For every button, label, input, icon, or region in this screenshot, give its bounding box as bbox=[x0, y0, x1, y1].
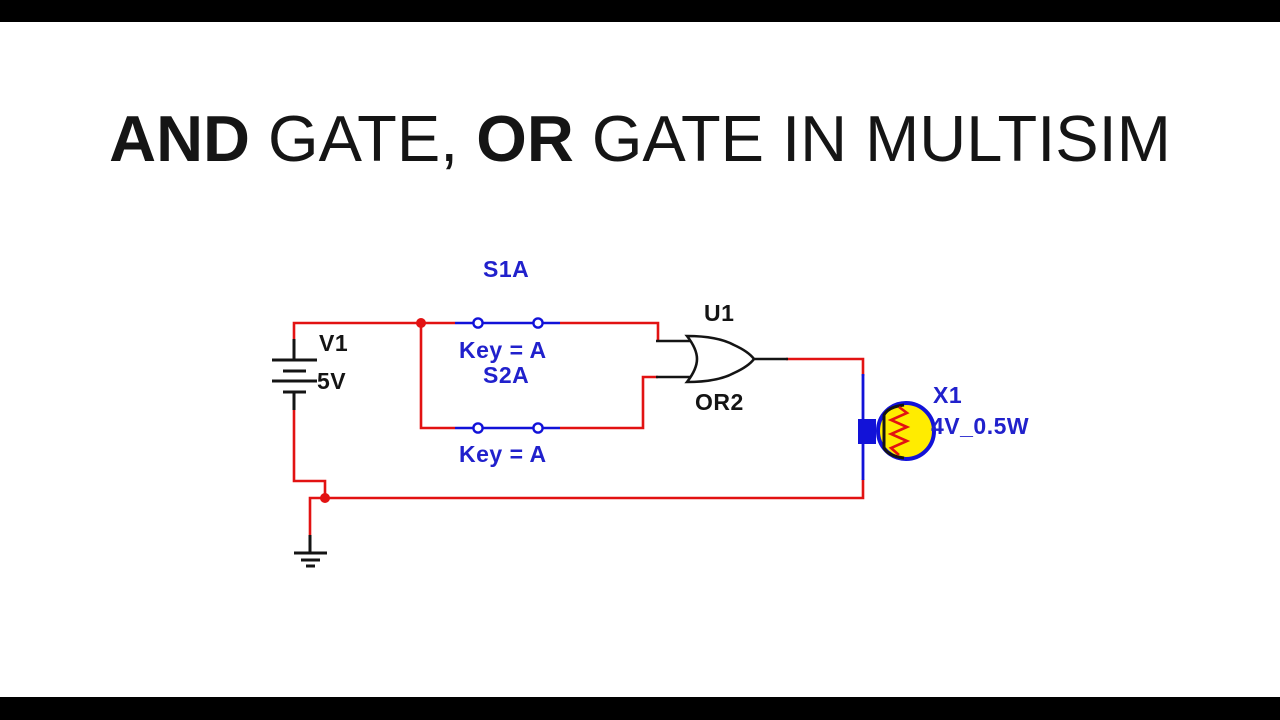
battery-ref-label: V1 bbox=[319, 330, 348, 356]
junction-dot-bottom bbox=[320, 493, 330, 503]
switch-s2a-pin-left bbox=[472, 422, 484, 434]
switch-s2a-key-label: Key = A bbox=[459, 441, 547, 467]
wire-switch2-to-gate[interactable] bbox=[560, 375, 658, 430]
lamp-ref-label: X1 bbox=[933, 382, 962, 408]
switch-s1a[interactable] bbox=[455, 317, 560, 329]
or-gate-u1[interactable] bbox=[656, 334, 788, 384]
wire-junction-to-switch2[interactable] bbox=[419, 323, 455, 430]
battery-v1[interactable] bbox=[272, 339, 317, 410]
wire-lamp-to-ground[interactable] bbox=[308, 479, 865, 535]
title-segment-gate1: GATE, bbox=[249, 102, 477, 175]
lamp-x1[interactable] bbox=[858, 374, 936, 480]
lamp-filament bbox=[887, 405, 911, 456]
lamp-socket-connector bbox=[858, 419, 876, 444]
wire-gate-to-lamp[interactable] bbox=[786, 357, 865, 376]
or-gate-body bbox=[684, 334, 756, 384]
switch-s2a-ref-label: S2A bbox=[483, 362, 529, 388]
gate-ref-label: U1 bbox=[704, 300, 734, 326]
title-segment-gate2: GATE IN MULTISIM bbox=[573, 102, 1171, 175]
switch-s2a-pin-right bbox=[532, 422, 544, 434]
title-segment-or: OR bbox=[476, 102, 574, 175]
switch-s1a-ref-label: S1A bbox=[483, 256, 529, 282]
wire-battery-to-bottom-junction[interactable] bbox=[292, 409, 327, 498]
letterbox-bar-top bbox=[0, 0, 1280, 22]
gate-type-label: OR2 bbox=[695, 389, 744, 415]
lamp-value-label: 4V_0.5W bbox=[931, 413, 1029, 439]
letterbox-bar-bottom bbox=[0, 697, 1280, 720]
junction-dot-top bbox=[416, 318, 426, 328]
ground-symbol[interactable] bbox=[294, 535, 327, 568]
title-segment-and: AND bbox=[109, 102, 250, 175]
lamp-base-outline bbox=[882, 403, 905, 460]
wire-battery-to-junction[interactable] bbox=[292, 321, 421, 341]
wire-switch1-to-gate[interactable] bbox=[560, 321, 660, 341]
switch-s2a[interactable] bbox=[455, 422, 560, 434]
switch-s1a-pin-left bbox=[472, 317, 484, 329]
battery-value-label: 5V bbox=[317, 368, 346, 394]
wire-group bbox=[292, 321, 865, 535]
switch-s1a-key-label: Key = A bbox=[459, 337, 547, 363]
switch-s1a-pin-right bbox=[532, 317, 544, 329]
page-title: AND GATE, OR GATE IN MULTISIM bbox=[0, 106, 1280, 171]
lamp-bulb-glass bbox=[876, 401, 936, 461]
